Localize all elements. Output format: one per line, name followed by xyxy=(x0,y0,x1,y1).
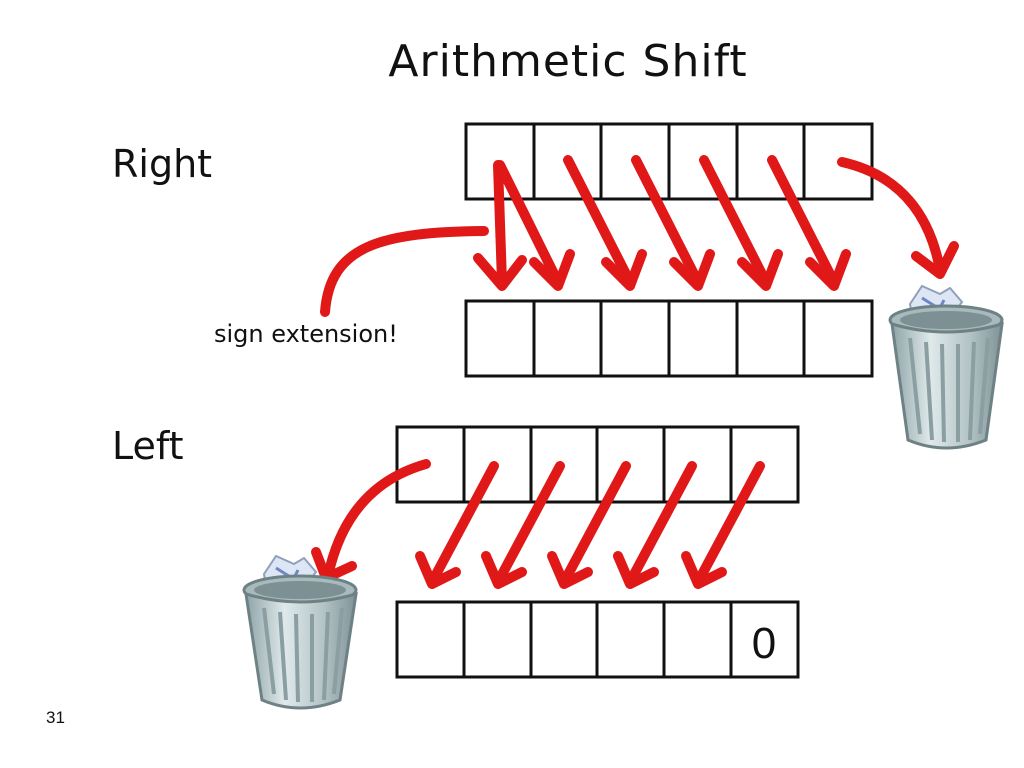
arrow-icon xyxy=(625,461,697,587)
arrowhead-icon xyxy=(805,249,851,291)
arrowhead-icon xyxy=(613,551,659,589)
arrow-icon xyxy=(493,461,565,587)
slide-title: Arithmetic Shift xyxy=(388,36,748,87)
right-source-register xyxy=(464,122,874,201)
arrow-icon xyxy=(693,461,765,587)
left-result-cell-6: 0 xyxy=(752,619,776,668)
discard-arrow-icon xyxy=(837,157,945,275)
trash-can-icon xyxy=(242,554,358,710)
arrow-icon xyxy=(559,461,631,587)
arrow-icon xyxy=(767,155,839,287)
left-result-register: 0 xyxy=(395,600,800,679)
arrow-icon xyxy=(563,155,635,287)
arrow-icon xyxy=(631,155,703,287)
right-shift-label: Right xyxy=(112,142,213,186)
arrowhead-icon xyxy=(415,551,461,589)
arrowhead-icon xyxy=(601,249,647,291)
arrow-icon xyxy=(427,461,499,587)
arrowhead-icon xyxy=(481,551,527,589)
discard-arrow-icon xyxy=(323,459,431,581)
arrowhead-icon xyxy=(911,241,959,279)
arrowhead-icon xyxy=(737,249,783,291)
left-shift-arrows xyxy=(311,459,765,589)
arrow-icon xyxy=(495,160,563,287)
annotation-pointer xyxy=(320,226,489,317)
left-shift-label: Left xyxy=(112,424,184,468)
arrowhead-icon xyxy=(681,551,727,589)
arrowhead-icon xyxy=(473,253,527,291)
page-number: 31 xyxy=(46,708,65,727)
trash-can-icon xyxy=(888,284,1004,450)
arrow-icon xyxy=(699,155,771,287)
right-result-register xyxy=(464,299,874,378)
sign-extension-annotation: sign extension! xyxy=(214,320,398,348)
arrow-icon xyxy=(493,160,507,287)
arrowhead-icon xyxy=(669,249,715,291)
left-source-register xyxy=(395,425,800,504)
arrowhead-icon xyxy=(529,249,575,291)
arrowhead-icon xyxy=(547,551,593,589)
right-shift-arrows xyxy=(320,155,959,317)
